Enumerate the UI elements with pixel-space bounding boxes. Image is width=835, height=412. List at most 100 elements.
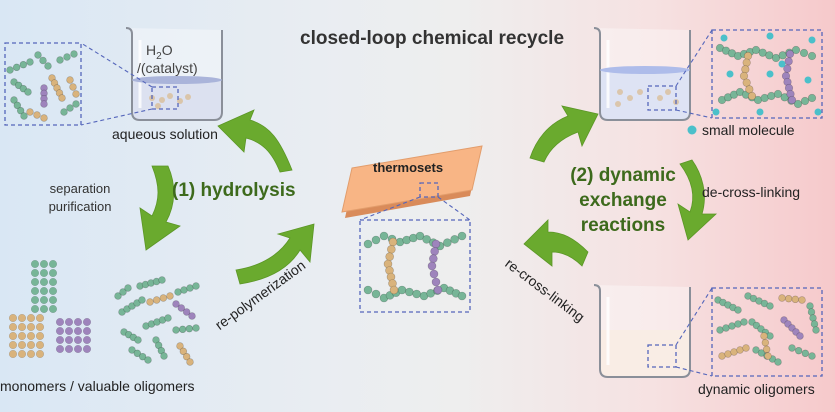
- bead: [55, 335, 65, 345]
- bead: [35, 322, 45, 332]
- oligomer-chain: [128, 346, 152, 364]
- short-chain: [60, 100, 80, 116]
- bead: [55, 344, 65, 354]
- bead: [778, 294, 786, 302]
- short-chain: [26, 108, 48, 122]
- faint-bead: [185, 94, 191, 100]
- bead: [128, 346, 136, 354]
- bead: [160, 352, 168, 360]
- dynamic-oligomer-chain: [788, 344, 816, 360]
- bead: [179, 347, 188, 356]
- bead: [429, 254, 438, 263]
- bead: [745, 85, 754, 94]
- dynamic-oligomer-chain: [714, 296, 742, 314]
- bead: [82, 326, 92, 336]
- bead: [72, 90, 80, 98]
- bead: [26, 349, 36, 359]
- dynamic-oligomers-label: dynamic oligomers: [698, 381, 815, 397]
- bead: [35, 340, 45, 350]
- bead: [30, 286, 40, 296]
- bead: [55, 317, 65, 327]
- bead: [152, 296, 161, 304]
- bead: [788, 344, 796, 352]
- bead: [10, 96, 18, 104]
- bead: [48, 304, 58, 314]
- left-beaker: [125, 27, 223, 121]
- oligomer-chain: [120, 328, 142, 344]
- bead: [82, 317, 92, 327]
- oligomer-chain: [142, 314, 172, 330]
- bead: [371, 289, 381, 299]
- bead: [807, 51, 817, 61]
- dynamic-oligomer-chain: [778, 294, 806, 304]
- bead: [742, 78, 751, 87]
- bead: [773, 89, 783, 99]
- bead: [73, 326, 83, 336]
- bead: [363, 239, 373, 249]
- oligomer-chain: [176, 342, 194, 366]
- bead: [6, 66, 14, 74]
- bead: [35, 331, 45, 341]
- bead: [63, 53, 71, 61]
- bead: [146, 298, 154, 306]
- bead: [433, 285, 443, 295]
- bead: [172, 326, 180, 334]
- bead: [771, 53, 781, 63]
- short-chain: [34, 51, 52, 70]
- bead: [48, 277, 58, 287]
- bead: [397, 285, 407, 295]
- bead: [192, 282, 200, 290]
- network-chain-top: [363, 231, 467, 251]
- bead: [26, 331, 36, 341]
- bead: [48, 295, 58, 305]
- faint-bead: [155, 103, 161, 109]
- dynamic-oligomer-chain: [716, 318, 748, 334]
- right-top-beaker: [593, 27, 691, 121]
- bead: [739, 71, 749, 81]
- bead: [761, 338, 770, 347]
- dynamic-oligomer-chain: [760, 332, 772, 360]
- bead: [751, 45, 761, 55]
- short-chain: [10, 78, 32, 96]
- bead: [412, 289, 421, 299]
- bead: [17, 313, 27, 323]
- faint-bead: [167, 93, 173, 99]
- bead: [794, 346, 803, 355]
- bead: [791, 295, 800, 304]
- bead: [784, 294, 793, 303]
- bead: [144, 356, 152, 364]
- oligomer-chain: [174, 282, 200, 296]
- bead: [798, 296, 806, 304]
- faint-bead: [617, 89, 623, 95]
- bead: [30, 268, 40, 278]
- bead: [734, 306, 742, 314]
- bead: [166, 292, 174, 300]
- monomers-label: monomers / valuable oligomers: [0, 378, 195, 394]
- faint-bead: [637, 89, 643, 95]
- bead: [379, 231, 389, 241]
- bead: [784, 57, 793, 66]
- bead: [757, 349, 766, 357]
- slab-zoom-box: [419, 182, 439, 198]
- rt-crosslink-tan: [739, 51, 757, 101]
- left-zoom-panel: [4, 42, 82, 126]
- bead: [48, 268, 58, 278]
- bead: [158, 276, 166, 284]
- bead: [159, 294, 168, 302]
- de-cross-linking-label: de-cross-linking: [702, 184, 801, 200]
- bead: [363, 285, 373, 295]
- bead: [16, 106, 25, 115]
- bead: [30, 277, 40, 287]
- right-bottom-zoom-box: [647, 344, 677, 368]
- bead: [30, 295, 40, 305]
- bead: [17, 331, 27, 341]
- bead: [40, 114, 48, 122]
- bead: [430, 247, 439, 256]
- faint-bead: [159, 97, 165, 103]
- bead: [138, 296, 146, 304]
- bead: [39, 295, 49, 305]
- small-molecule-dot: [778, 60, 786, 68]
- dynamic-oligomer-chain: [718, 344, 750, 360]
- bead: [178, 325, 187, 334]
